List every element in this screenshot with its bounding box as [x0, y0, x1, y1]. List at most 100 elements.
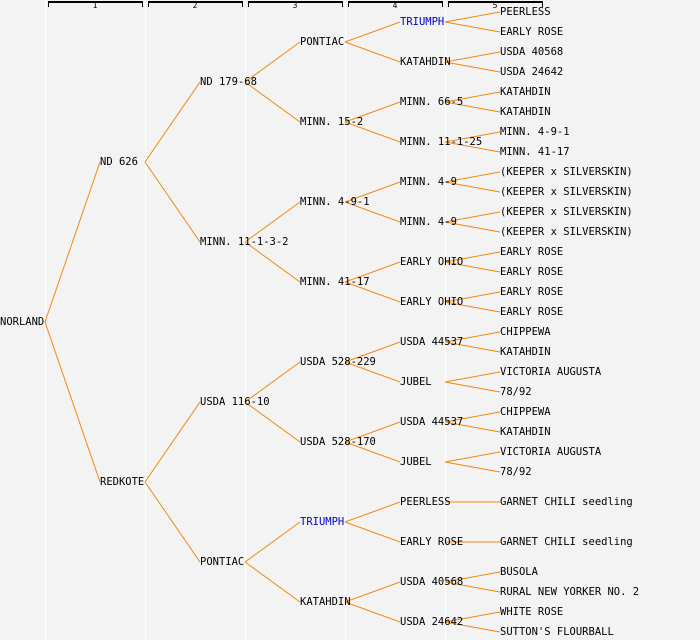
- ancestor-gen-4[interactable]: USDA 24642: [400, 616, 464, 628]
- ancestor-gen-5[interactable]: (KEEPER x SILVERSKIN): [500, 166, 633, 178]
- parent-link: [244, 561, 301, 603]
- parent-link: [344, 181, 401, 203]
- ancestor-gen-5[interactable]: (KEEPER x SILVERSKIN): [500, 186, 633, 198]
- parent-link: [444, 101, 501, 113]
- parent-link: [444, 301, 501, 313]
- ancestor-gen-5[interactable]: PEERLESS: [500, 6, 551, 18]
- root-variety[interactable]: NORLAND: [0, 316, 45, 328]
- ancestor-gen-5[interactable]: VICTORIA AUGUSTA: [500, 366, 602, 378]
- ancestor-gen-5[interactable]: USDA 40568: [500, 46, 564, 58]
- parent-link: [444, 341, 501, 353]
- ancestor-gen-5[interactable]: BUSOLA: [500, 566, 538, 578]
- parent-link: [344, 261, 401, 283]
- parent-link: [244, 401, 301, 443]
- ancestor-gen-4[interactable]: USDA 44537: [400, 416, 464, 428]
- ancestor-gen-5[interactable]: (KEEPER x SILVERSKIN): [500, 206, 633, 218]
- ancestor-gen-5[interactable]: MINN. 4-9-1: [500, 126, 570, 138]
- ancestor-gen-4[interactable]: USDA 40568: [400, 576, 464, 588]
- parent-link: [344, 601, 401, 623]
- parent-link: [144, 481, 201, 563]
- ancestor-gen-1[interactable]: ND 626: [100, 156, 138, 168]
- ancestor-gen-5[interactable]: EARLY ROSE: [500, 246, 564, 258]
- parent-link: [244, 361, 301, 403]
- parent-link: [244, 241, 301, 283]
- parent-link: [444, 421, 501, 433]
- ancestor-gen-5[interactable]: VICTORIA AUGUSTA: [500, 446, 602, 458]
- parent-link: [444, 371, 501, 383]
- generation-header-bracket: [148, 1, 243, 7]
- ancestor-gen-5[interactable]: KATAHDIN: [500, 346, 551, 358]
- ancestor-gen-4[interactable]: EARLY ROSE: [400, 536, 464, 548]
- ancestor-gen-5[interactable]: KATAHDIN: [500, 426, 551, 438]
- parent-link: [344, 341, 401, 363]
- ancestor-gen-5[interactable]: EARLY ROSE: [500, 286, 564, 298]
- ancestor-gen-4[interactable]: MINN. 11-1-25: [400, 136, 483, 148]
- ancestor-gen-4[interactable]: JUBEL: [400, 456, 432, 468]
- ancestor-gen-4[interactable]: MINN. 4-9: [400, 216, 457, 228]
- column-separator: [445, 0, 446, 640]
- parent-link: [444, 451, 501, 463]
- parent-link: [444, 131, 501, 143]
- parent-link: [244, 41, 301, 83]
- parent-link: [344, 501, 401, 523]
- ancestor-gen-5[interactable]: GARNET CHILI seedling: [500, 496, 633, 508]
- ancestor-gen-3[interactable]: USDA 528-170: [300, 436, 376, 448]
- parent-link: [444, 181, 501, 193]
- parent-link: [444, 171, 501, 183]
- ancestor-gen-5[interactable]: RURAL NEW YORKER NO. 2: [500, 586, 640, 598]
- ancestor-gen-3[interactable]: TRIUMPH: [300, 516, 345, 528]
- parent-link: [444, 11, 501, 23]
- ancestor-gen-2[interactable]: PONTIAC: [200, 556, 245, 568]
- ancestor-gen-4[interactable]: TRIUMPH: [400, 16, 445, 28]
- parent-link: [444, 381, 501, 393]
- ancestor-gen-3[interactable]: USDA 528-229: [300, 356, 376, 368]
- generation-number: 2: [192, 1, 198, 10]
- ancestor-gen-2[interactable]: MINN. 11-1-3-2: [200, 236, 289, 248]
- ancestor-gen-4[interactable]: MINN. 4-9: [400, 176, 457, 188]
- ancestor-gen-2[interactable]: ND 179-68: [200, 76, 257, 88]
- parent-link: [444, 21, 501, 33]
- ancestor-gen-4[interactable]: EARLY OHIO: [400, 296, 464, 308]
- parent-link: [244, 521, 301, 563]
- ancestor-gen-5[interactable]: CHIPPEWA: [500, 406, 551, 418]
- parent-link: [444, 571, 501, 583]
- column-separator: [345, 0, 346, 640]
- ancestor-gen-2[interactable]: USDA 116-10: [200, 396, 270, 408]
- ancestor-gen-4[interactable]: MINN. 66-5: [400, 96, 464, 108]
- ancestor-gen-4[interactable]: USDA 44537: [400, 336, 464, 348]
- parent-link: [144, 401, 201, 483]
- ancestor-gen-5[interactable]: 78/92: [500, 466, 532, 478]
- parent-link: [444, 61, 501, 73]
- parent-link: [444, 221, 501, 233]
- ancestor-gen-3[interactable]: KATAHDIN: [300, 596, 351, 608]
- ancestor-gen-4[interactable]: EARLY OHIO: [400, 256, 464, 268]
- ancestor-gen-5[interactable]: SUTTON'S FLOURBALL: [500, 626, 614, 638]
- ancestor-gen-5[interactable]: MINN. 41-17: [500, 146, 570, 158]
- ancestor-gen-4[interactable]: JUBEL: [400, 376, 432, 388]
- generation-header-bracket: [348, 1, 443, 7]
- ancestor-gen-5[interactable]: WHITE ROSE: [500, 606, 564, 618]
- ancestor-gen-5[interactable]: KATAHDIN: [500, 86, 551, 98]
- generation-number: 1: [92, 1, 98, 10]
- ancestor-gen-5[interactable]: EARLY ROSE: [500, 306, 564, 318]
- ancestor-gen-3[interactable]: MINN. 41-17: [300, 276, 370, 288]
- parent-link: [344, 41, 401, 63]
- ancestor-gen-5[interactable]: 78/92: [500, 386, 532, 398]
- ancestor-gen-5[interactable]: GARNET CHILI seedling: [500, 536, 633, 548]
- ancestor-gen-5[interactable]: USDA 24642: [500, 66, 564, 78]
- ancestor-gen-3[interactable]: MINN. 15-2: [300, 116, 364, 128]
- ancestor-gen-5[interactable]: EARLY ROSE: [500, 266, 564, 278]
- parent-link: [344, 521, 401, 543]
- ancestor-gen-5[interactable]: KATAHDIN: [500, 106, 551, 118]
- ancestor-gen-3[interactable]: PONTIAC: [300, 36, 345, 48]
- parent-link: [44, 161, 101, 323]
- ancestor-gen-4[interactable]: PEERLESS: [400, 496, 451, 508]
- ancestor-gen-3[interactable]: MINN. 4-9-1: [300, 196, 370, 208]
- generation-header-bracket: [48, 1, 143, 7]
- ancestor-gen-5[interactable]: CHIPPEWA: [500, 326, 551, 338]
- ancestor-gen-5[interactable]: EARLY ROSE: [500, 26, 564, 38]
- ancestor-gen-5[interactable]: (KEEPER x SILVERSKIN): [500, 226, 633, 238]
- ancestor-gen-1[interactable]: REDKOTE: [100, 476, 145, 488]
- ancestor-gen-4[interactable]: KATAHDIN: [400, 56, 451, 68]
